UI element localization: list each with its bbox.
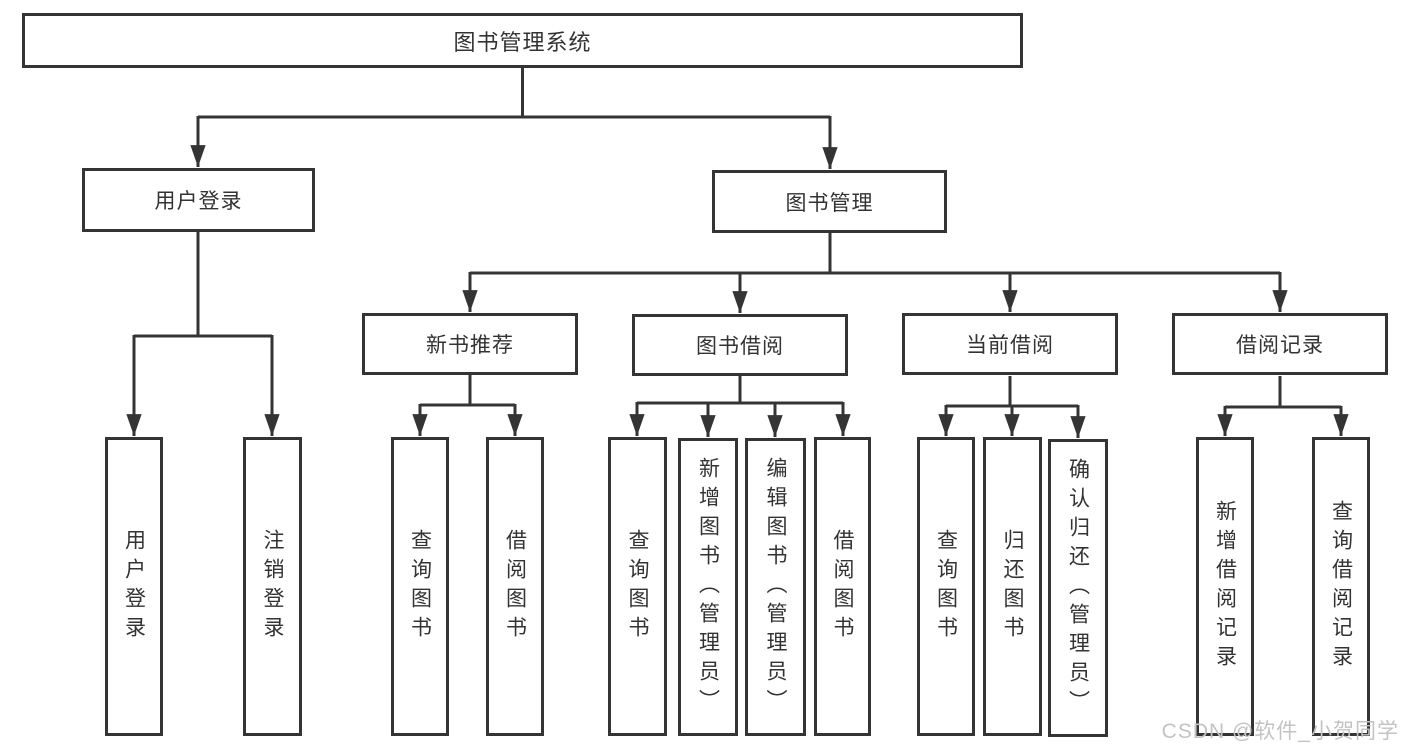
node-book-borrow: 图书借阅 [632,314,848,376]
node-user-login: 用户登录 [82,168,315,232]
node-new-book-recommend: 新书推荐 [362,313,578,375]
leaf-edit-books-admin-label: 编辑图书（管理员） [764,456,787,718]
node-root-system: 图书管理系统 [22,13,1023,68]
leaf-query-books-recommend-label: 查询图书 [408,528,432,645]
leaf-query-books-current: 查询图书 [917,437,975,736]
node-user-login-label: 用户登录 [154,190,243,213]
connector-user-login-stem [134,232,272,338]
connector-book-borrow-stem [637,376,843,405]
node-current-borrow-label: 当前借阅 [966,334,1054,357]
leaf-add-borrow-record-label: 新增借阅记录 [1213,499,1237,674]
leaf-borrow-books: 借阅图书 [814,437,871,736]
leaf-borrow-books-label: 借阅图书 [831,528,854,645]
leaf-user-login-label: 用户登录 [122,528,146,645]
csdn-watermark: CSDN @软件_小贺同学 [1161,720,1399,743]
leaf-add-borrow-record: 新增借阅记录 [1196,437,1254,736]
leaf-query-books-borrow: 查询图书 [608,437,667,736]
node-root-system-label: 图书管理系统 [453,29,592,55]
leaf-add-books-admin: 新增图书（管理员） [678,438,738,736]
leaf-borrow-books-recommend-label: 借阅图书 [503,528,527,645]
leaf-query-books-current-label: 查询图书 [934,528,958,645]
node-new-book-recommend-label: 新书推荐 [426,334,514,357]
connector-book-management-stem [470,233,1280,275]
connector-borrow-records-stem [1225,376,1341,409]
node-current-borrow: 当前借阅 [902,313,1118,375]
leaf-confirm-return-admin: 确认归还（管理员） [1048,439,1108,737]
leaf-query-borrow-record: 查询借阅记录 [1312,437,1370,736]
leaf-user-login: 用户登录 [105,437,163,736]
leaf-logout-label: 注销登录 [261,528,284,645]
node-book-borrow-label: 图书借阅 [696,335,784,358]
node-borrow-records-label: 借阅记录 [1236,334,1324,357]
leaf-query-borrow-record-label: 查询借阅记录 [1329,499,1353,674]
node-book-management: 图书管理 [712,170,947,233]
node-book-management-label: 图书管理 [785,191,874,215]
leaf-return-books-label: 归还图书 [1001,528,1024,645]
leaf-add-books-admin-label: 新增图书（管理员） [696,456,720,718]
leaf-borrow-books-recommend: 借阅图书 [486,437,544,736]
leaf-query-books-borrow-label: 查询图书 [626,528,649,645]
connector-new-book-recommend-stem [420,375,515,407]
leaf-edit-books-admin: 编辑图书（管理员） [745,438,806,736]
leaf-confirm-return-admin-label: 确认归还（管理员） [1066,457,1090,719]
connector-current-borrow-stem [946,376,1078,408]
leaf-logout: 注销登录 [243,437,302,736]
leaf-return-books: 归还图书 [983,437,1042,736]
node-borrow-records: 借阅记录 [1172,313,1388,375]
connector-root-stem [198,68,830,119]
leaf-query-books-recommend: 查询图书 [391,437,449,736]
